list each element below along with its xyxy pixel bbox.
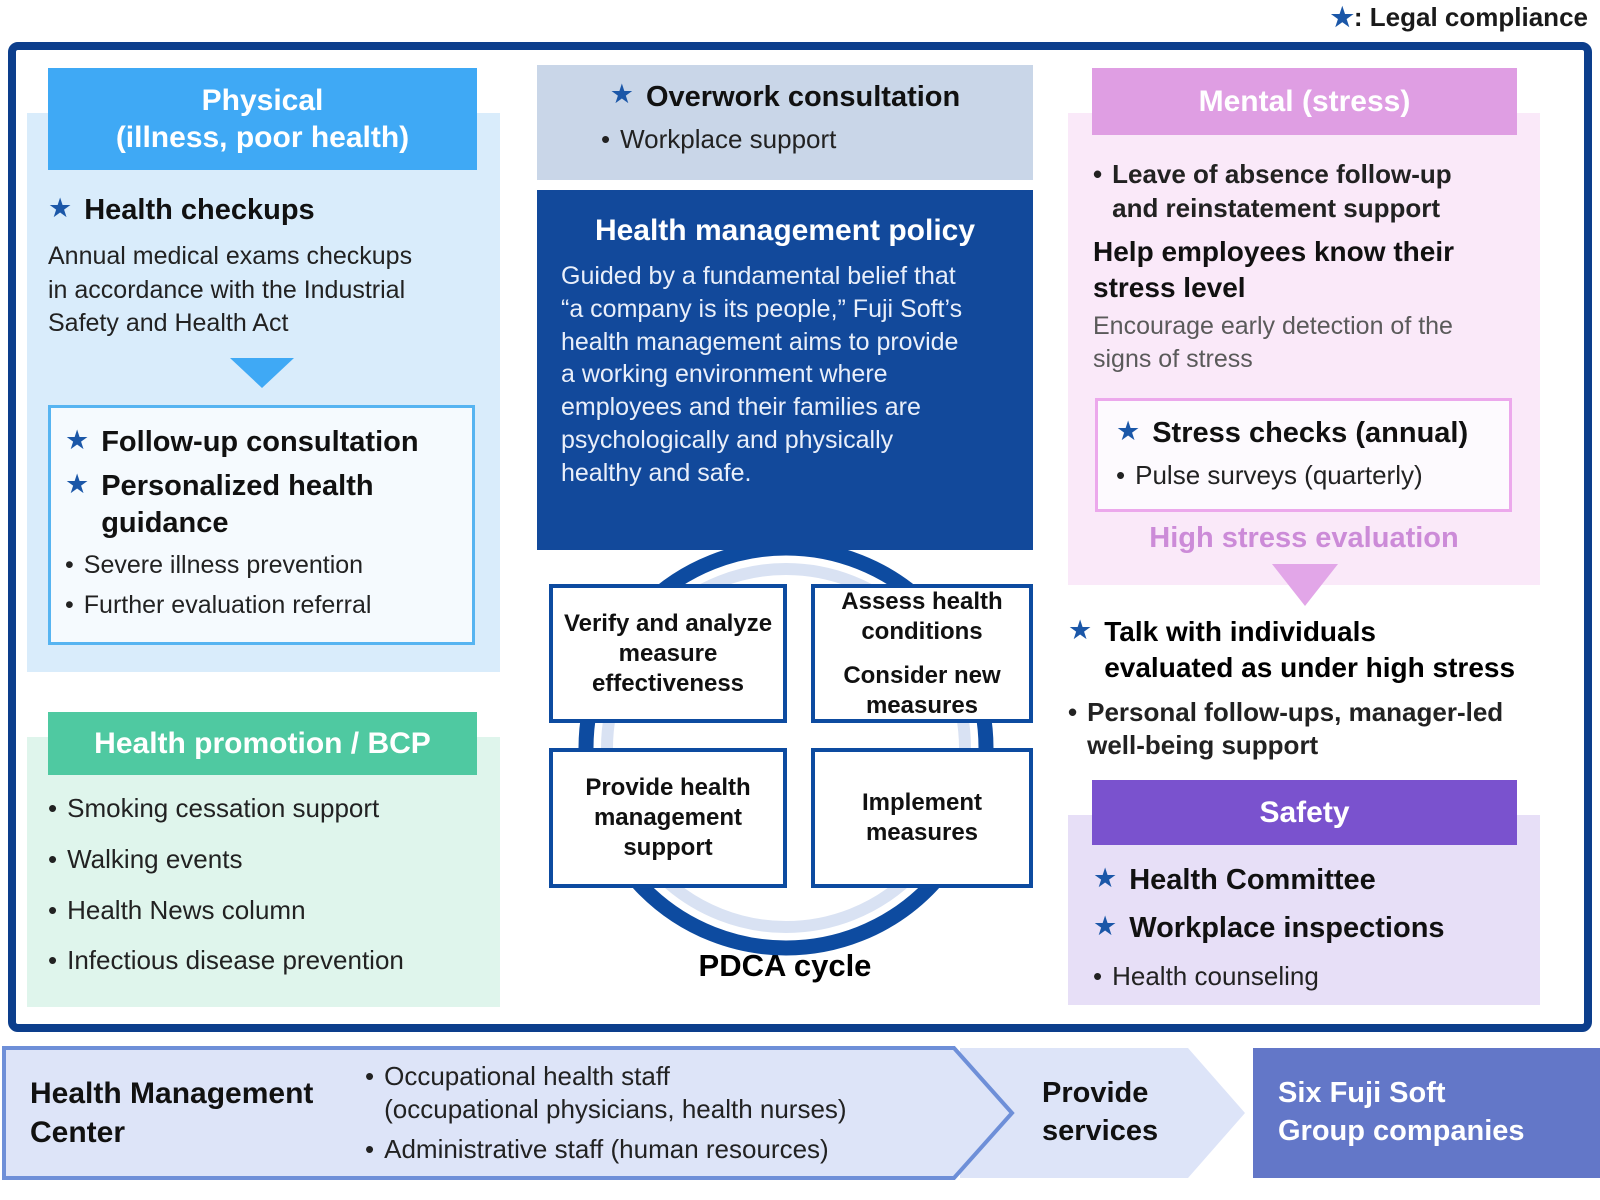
occupational-staff-item: • Occupational health staff (occupationa… bbox=[365, 1060, 955, 1125]
overwork-consultation-label: Overwork consultation bbox=[645, 81, 961, 113]
administrative-staff-label: Administrative staff (human resources) bbox=[384, 1134, 829, 1165]
pdca-consider-label: Consider new measures bbox=[843, 661, 1001, 719]
health-committee-label: Health Committee bbox=[1129, 864, 1376, 896]
promotion-panel bbox=[27, 737, 500, 1007]
safety-header: Safety bbox=[1092, 780, 1517, 845]
arrow-shape bbox=[2, 1046, 1015, 1180]
pdca-support-box: Provide health management support bbox=[549, 748, 787, 888]
staff-list: • Occupational health staff (occupationa… bbox=[365, 1048, 955, 1178]
smoking-cessation-label: Smoking cessation support bbox=[67, 793, 380, 823]
star-icon: ★ bbox=[609, 79, 634, 109]
list-item: • Infectious disease prevention bbox=[48, 944, 493, 978]
pdca-do-box: Implement measures bbox=[811, 748, 1033, 888]
personal-followups-label: Personal follow-ups, manager-led well-be… bbox=[1087, 697, 1504, 761]
followup-consultation-box: ★ Follow-up consultation ★ Personalized … bbox=[48, 405, 475, 645]
bullet-icon: • bbox=[365, 1061, 375, 1092]
legal-compliance-legend: ★: Legal compliance bbox=[1331, 2, 1588, 33]
severe-illness-label: Severe illness prevention bbox=[83, 550, 364, 579]
health-checkups-item: ★ Health checkups bbox=[48, 192, 493, 228]
group-companies-box: Six Fuji Soft Group companies bbox=[1253, 1048, 1600, 1178]
occupational-staff-label: Occupational health staff (occupational … bbox=[384, 1061, 847, 1124]
policy-body: Guided by a fundamental belief that “a c… bbox=[561, 262, 963, 487]
provide-services-label: Provide services bbox=[1042, 1077, 1159, 1147]
legal-compliance-label: : Legal compliance bbox=[1353, 2, 1588, 32]
legal-compliance-star-icon: ★ bbox=[1330, 2, 1354, 32]
stress-checks-item: ★ Stress checks (annual) bbox=[1116, 415, 1509, 451]
down-arrow-icon bbox=[230, 358, 294, 388]
promotion-header: Health promotion / BCP bbox=[48, 712, 477, 775]
mental-header: Mental (stress) bbox=[1092, 68, 1517, 135]
star-icon: ★ bbox=[65, 469, 90, 500]
list-item: • Walking events bbox=[48, 843, 493, 877]
group-companies-label: Six Fuji Soft Group companies bbox=[1278, 1077, 1525, 1147]
overwork-consultation-item: ★ Overwork consultation bbox=[537, 79, 1033, 115]
bullet-icon: • bbox=[48, 945, 58, 976]
personal-followups-item: • Personal follow-ups, manager-led well-… bbox=[1068, 696, 1578, 763]
down-arrow-icon bbox=[1272, 564, 1338, 606]
bullet-icon: • bbox=[601, 124, 611, 155]
workplace-inspections-label: Workplace inspections bbox=[1129, 912, 1445, 944]
health-checkups-title: Health checkups bbox=[84, 194, 315, 226]
health-management-center-title: Health Management Center bbox=[30, 1077, 314, 1149]
pdca-plan-box: Assess health conditions Consider new me… bbox=[811, 584, 1033, 723]
bullet-icon: • bbox=[1093, 159, 1103, 189]
talk-individuals-label: Talk with individuals evaluated as under… bbox=[1104, 616, 1516, 683]
leave-followup-label: Leave of absence follow-up and reinstate… bbox=[1112, 159, 1452, 223]
list-item: • Health News column bbox=[48, 894, 493, 928]
bullet-icon: • bbox=[365, 1134, 375, 1165]
health-counseling-label: Health counseling bbox=[1112, 961, 1319, 991]
star-icon: ★ bbox=[1093, 911, 1118, 941]
stress-checks-label: Stress checks (annual) bbox=[1152, 417, 1469, 449]
high-stress-label: High stress evaluation bbox=[1149, 522, 1459, 554]
followup-consultation-item: ★ Follow-up consultation bbox=[65, 424, 460, 460]
health-management-center-arrow bbox=[2, 1046, 1015, 1180]
pdca-check-box: Verify and analyze measure effectiveness bbox=[549, 584, 787, 723]
walking-events-label: Walking events bbox=[67, 843, 243, 874]
workplace-support-item: • Workplace support bbox=[601, 123, 1033, 157]
followup-consultation-label: Follow-up consultation bbox=[101, 426, 419, 458]
pdca-assess-label: Assess health conditions bbox=[841, 587, 1003, 645]
further-evaluation-item: • Further evaluation referral bbox=[65, 589, 460, 622]
bullet-icon: • bbox=[48, 894, 58, 925]
workplace-support-label: Workplace support bbox=[620, 124, 837, 155]
star-icon: ★ bbox=[48, 193, 73, 223]
bullet-icon: • bbox=[1116, 460, 1126, 491]
pulse-surveys-label: Pulse surveys (quarterly) bbox=[1135, 460, 1423, 491]
star-icon: ★ bbox=[1116, 416, 1141, 446]
health-counseling-item: • Health counseling bbox=[1093, 960, 1523, 994]
health-committee-item: ★ Health Committee bbox=[1093, 862, 1523, 898]
star-icon: ★ bbox=[1068, 615, 1093, 645]
administrative-staff-item: • Administrative staff (human resources) bbox=[365, 1133, 955, 1166]
health-checkups-description: Annual medical exams checkups in accorda… bbox=[48, 242, 413, 337]
bullet-icon: • bbox=[48, 793, 58, 823]
severe-illness-item: • Severe illness prevention bbox=[65, 549, 460, 582]
health-news-label: Health News column bbox=[67, 894, 306, 925]
safety-panel bbox=[1068, 815, 1540, 1005]
promotion-list: • Smoking cessation support • Walking ev… bbox=[48, 792, 493, 978]
list-item: • Smoking cessation support bbox=[48, 792, 493, 826]
policy-box: Health management policy Guided by a fun… bbox=[537, 190, 1033, 550]
bullet-icon: • bbox=[48, 843, 58, 874]
personalized-guidance-label: Personalized health guidance bbox=[101, 470, 374, 539]
bullet-icon: • bbox=[65, 550, 74, 579]
early-detection-note: Encourage early detection of the signs o… bbox=[1093, 312, 1453, 373]
star-icon: ★ bbox=[1093, 863, 1118, 893]
personalized-guidance-item: ★ Personalized health guidance bbox=[65, 468, 460, 541]
pulse-surveys-item: • Pulse surveys (quarterly) bbox=[1116, 459, 1509, 493]
star-icon: ★ bbox=[65, 425, 90, 455]
stress-checks-box: ★ Stress checks (annual) • Pulse surveys… bbox=[1095, 398, 1512, 512]
physical-header: Physical (illness, poor health) bbox=[48, 68, 477, 170]
bullet-icon: • bbox=[1093, 961, 1103, 991]
overwork-consultation-box: ★ Overwork consultation • Workplace supp… bbox=[537, 65, 1033, 180]
bullet-icon: • bbox=[1068, 697, 1078, 727]
talk-individuals-item: ★ Talk with individuals evaluated as und… bbox=[1068, 614, 1578, 686]
bullet-icon: • bbox=[65, 591, 74, 620]
policy-title: Health management policy bbox=[594, 214, 976, 247]
infectious-disease-label: Infectious disease prevention bbox=[67, 945, 404, 976]
workplace-inspections-item: ★ Workplace inspections bbox=[1093, 910, 1523, 946]
stress-level-note: Help employees know their stress level bbox=[1093, 236, 1454, 303]
leave-followup-item: • Leave of absence follow-up and reinsta… bbox=[1093, 158, 1533, 226]
further-evaluation-label: Further evaluation referral bbox=[83, 591, 372, 620]
